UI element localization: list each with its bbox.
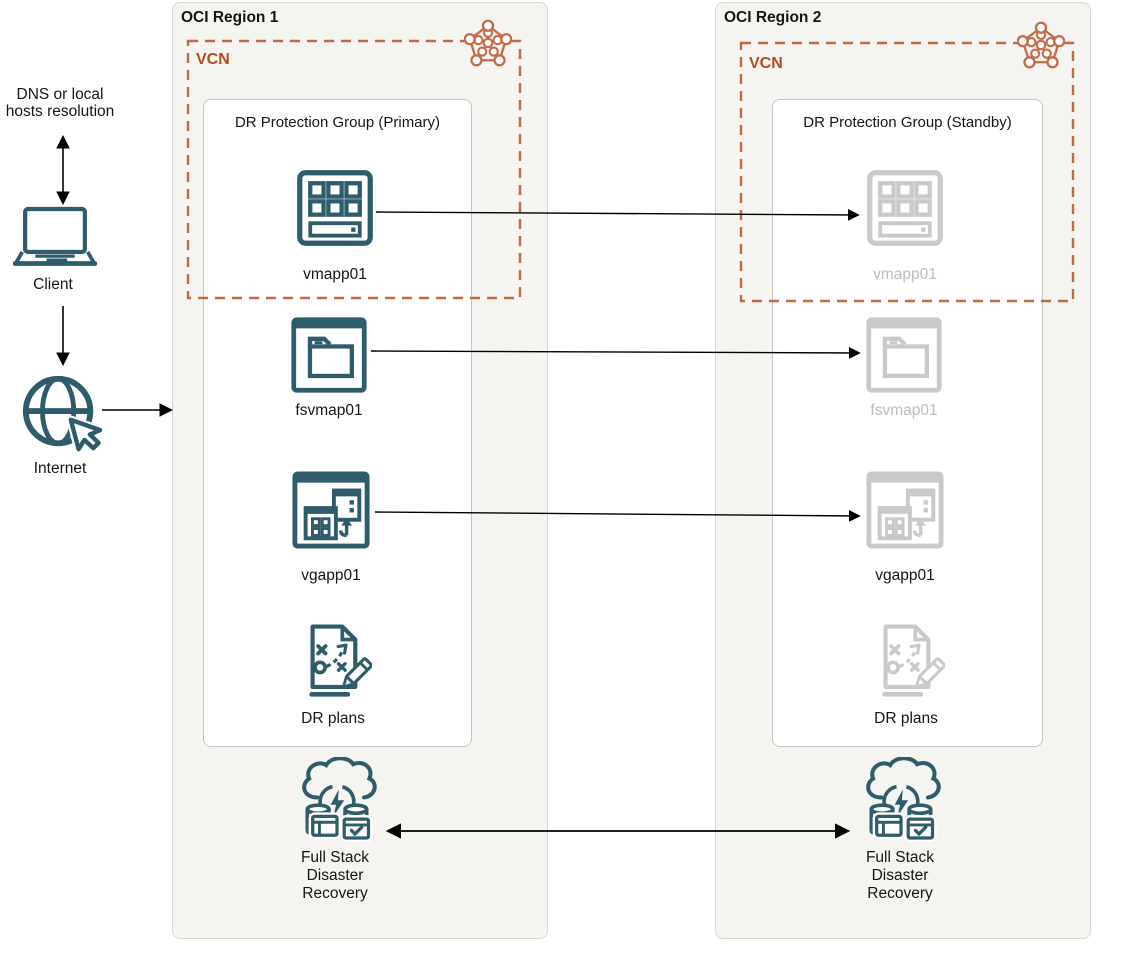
compute-vm-icon: [295, 168, 375, 248]
dr-plans-icon-standby: [867, 619, 945, 701]
dr-plans-primary-label: DR plans: [301, 710, 365, 727]
dr-protection-group-primary-title: DR Protection Group (Primary): [234, 114, 441, 131]
vgapp01-primary-label: vgapp01: [301, 567, 361, 584]
compute-vm-icon-standby: [865, 168, 945, 248]
vcn-network-icon-region2: [1017, 21, 1065, 69]
vcn-label-region1: VCN: [196, 51, 230, 68]
volume-group-icon-standby: [864, 469, 946, 551]
vgapp01-standby-label: vgapp01: [875, 567, 935, 584]
fsvmap01-primary-label: fsvmap01: [295, 402, 363, 419]
vmapp01-standby-label: vmapp01: [873, 266, 937, 283]
oci-region-1-title: OCI Region 1: [181, 9, 279, 26]
dns-resolution-label: DNS or local hosts resolution: [5, 86, 115, 120]
full-stack-dr-icon-standby: [856, 757, 946, 847]
full-stack-dr-icon: [292, 757, 382, 847]
fsvmap01-standby-label: fsvmap01: [870, 402, 938, 419]
vmapp01-primary-label: vmapp01: [303, 266, 367, 283]
client-label: Client: [33, 276, 73, 293]
client-laptop-icon: [13, 206, 97, 268]
dr-plans-icon: [294, 619, 372, 701]
vcn-label-region2: VCN: [749, 55, 783, 72]
vcn-network-icon-region1: [464, 19, 512, 67]
internet-globe-icon: [20, 372, 104, 456]
dr-protection-group-standby-title: DR Protection Group (Standby): [803, 114, 1012, 131]
full-stack-dr-primary-label: Full Stack Disaster Recovery: [300, 849, 370, 902]
volume-group-icon: [290, 469, 372, 551]
full-stack-dr-standby-label: Full Stack Disaster Recovery: [865, 849, 935, 902]
internet-label: Internet: [33, 460, 87, 477]
dr-plans-standby-label: DR plans: [874, 710, 938, 727]
oci-region-2-title: OCI Region 2: [724, 9, 822, 26]
file-storage-icon: [289, 315, 369, 395]
file-storage-icon-standby: [864, 315, 944, 395]
